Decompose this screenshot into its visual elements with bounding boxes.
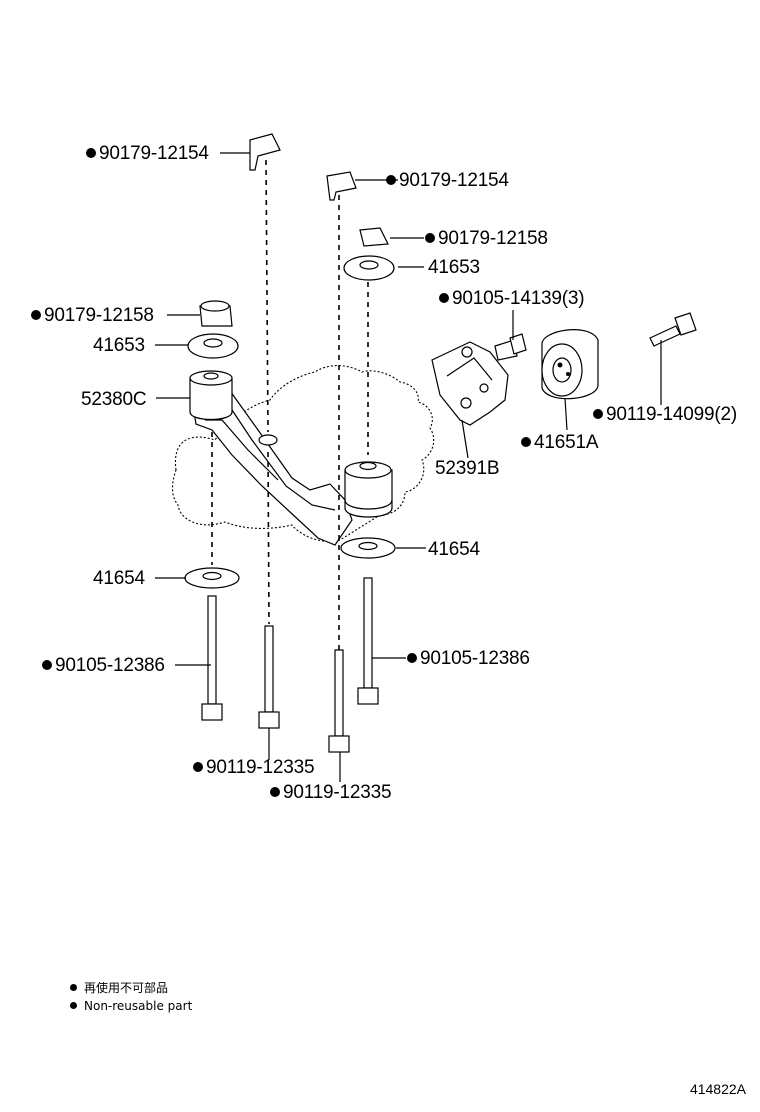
legend-japanese: 再使用不可部品 (70, 982, 168, 994)
nut-90179-12158-right (359, 227, 389, 247)
non-reusable-dot-icon (31, 310, 41, 320)
label-90179-12158-right: 90179-12158 (425, 229, 548, 248)
non-reusable-dot-icon (386, 175, 396, 185)
label-90179-12158-left: 90179-12158 (31, 306, 154, 325)
label-90119-14099: 90119-14099(2) (593, 405, 737, 424)
bolt-90105-12386-left (201, 595, 223, 721)
label-90105-12386-left: 90105-12386 (42, 656, 165, 675)
label-52380c: 52380C (81, 389, 147, 410)
clip-90179-12154-left (249, 133, 281, 171)
legend-english: Non-reusable part (70, 1000, 192, 1012)
non-reusable-dot-icon (86, 148, 96, 158)
bolt-90119-12335-left (258, 625, 280, 729)
label-41651a: 41651A (521, 433, 599, 452)
bracket-52391b (431, 341, 509, 426)
non-reusable-dot-icon (70, 984, 77, 991)
label-41653-right: 41653 (428, 257, 480, 278)
non-reusable-dot-icon (42, 660, 52, 670)
non-reusable-dot-icon (407, 653, 417, 663)
label-90119-12335-left: 90119-12335 (193, 758, 315, 777)
non-reusable-dot-icon (593, 409, 603, 419)
label-41654-left: 41654 (93, 568, 145, 589)
bolt-90119-12335-right (328, 649, 350, 753)
bushing-body (344, 469, 393, 518)
non-reusable-dot-icon (70, 1002, 77, 1009)
clip-90179-12154-right (326, 171, 357, 201)
bolt-90105-12386-right (357, 577, 379, 705)
label-52391b: 52391B (435, 458, 500, 479)
non-reusable-dot-icon (439, 293, 449, 303)
non-reusable-dot-icon (425, 233, 435, 243)
label-90105-12386-right: 90105-12386 (407, 649, 530, 668)
diagram-code: 414822A (689, 1081, 746, 1097)
label-90119-12335-right: 90119-12335 (270, 783, 392, 802)
label-41653-left: 41653 (93, 335, 145, 356)
non-reusable-dot-icon (521, 437, 531, 447)
non-reusable-dot-icon (193, 762, 203, 772)
non-reusable-dot-icon (270, 787, 280, 797)
label-41654-right: 41654 (428, 539, 480, 560)
label-90105-14139: 90105-14139(3) (439, 289, 585, 308)
label-90179-12154-right: 90179-12154 (386, 171, 509, 190)
mount-bracket-top-boss (189, 377, 233, 421)
bolt-90119-14099 (649, 325, 681, 347)
label-90179-12154-left: 90179-12154 (86, 144, 209, 163)
